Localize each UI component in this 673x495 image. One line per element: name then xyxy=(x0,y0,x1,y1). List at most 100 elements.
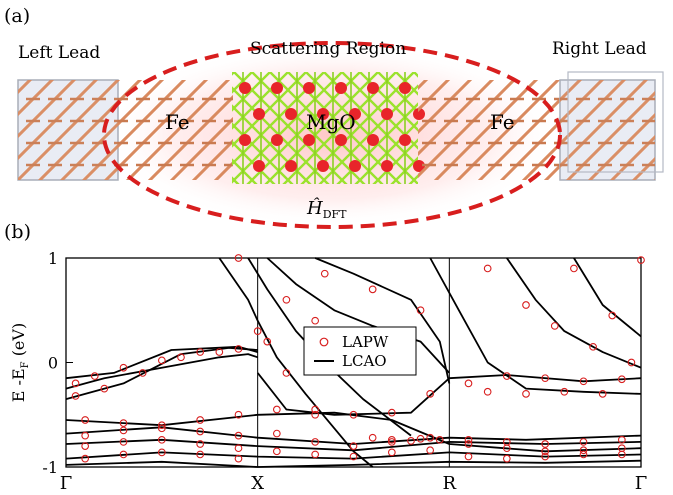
x-tick-label: Γ xyxy=(60,473,73,494)
fe-right-label: Fe xyxy=(490,110,515,134)
oxygen-atom xyxy=(367,134,379,146)
lapw-point xyxy=(483,387,492,396)
lapw-point xyxy=(253,327,262,336)
lapw-point xyxy=(81,454,90,463)
lapw-point xyxy=(522,301,530,309)
lapw-point xyxy=(522,390,530,398)
lcao-band xyxy=(314,257,451,384)
lapw-point xyxy=(541,452,550,461)
oxygen-atom xyxy=(381,160,393,172)
left-lead-label: Left Lead xyxy=(18,43,100,63)
mgo-label: MgO xyxy=(306,110,356,134)
x-tick-label: R xyxy=(443,473,457,494)
lapw-point xyxy=(416,434,425,443)
lcao-band xyxy=(266,257,450,374)
lapw-point xyxy=(272,447,281,456)
lcao-band xyxy=(573,257,642,338)
lapw-point xyxy=(196,450,205,459)
lapw-point xyxy=(119,438,128,446)
lcao-band xyxy=(218,257,374,468)
lapw-point xyxy=(196,427,205,436)
lapw-point xyxy=(349,410,358,419)
lapw-point xyxy=(234,431,243,440)
x-tick-label: X xyxy=(251,473,264,494)
lapw-point xyxy=(138,369,147,377)
oxygen-atom xyxy=(399,82,411,94)
oxygen-atom xyxy=(335,134,347,146)
lcao-band xyxy=(65,345,258,380)
right-lead-label: Right Lead xyxy=(552,39,647,59)
lcao-band xyxy=(65,438,642,452)
lapw-point xyxy=(617,375,626,384)
lapw-point xyxy=(502,438,511,446)
oxygen-atom xyxy=(381,108,393,120)
lapw-point xyxy=(387,448,396,457)
lapw-point xyxy=(272,429,281,438)
lcao-band xyxy=(65,411,642,453)
lcao-band xyxy=(429,257,642,395)
oxygen-atom xyxy=(367,82,379,94)
oxygen-atom xyxy=(317,160,329,172)
lapw-point xyxy=(349,442,358,450)
lapw-point xyxy=(196,348,205,356)
lapw-point xyxy=(282,295,291,304)
lapw-point xyxy=(177,353,185,362)
panel-b-label: (b) xyxy=(4,221,31,243)
oxygen-atom xyxy=(349,108,361,120)
lapw-point xyxy=(349,452,358,461)
oxygen-atom xyxy=(349,160,361,172)
lapw-point xyxy=(502,372,511,380)
lapw-point xyxy=(387,438,396,446)
scattering-region-label: Scattering Region xyxy=(250,39,406,59)
lapw-point xyxy=(81,431,90,440)
oxygen-atom xyxy=(285,160,297,172)
lapw-point xyxy=(311,405,320,414)
oxygen-atom xyxy=(399,134,411,146)
lapw-point xyxy=(579,446,588,455)
lapw-point xyxy=(100,384,109,393)
lapw-point xyxy=(71,379,80,388)
mgo-block xyxy=(232,72,425,184)
lapw-point xyxy=(157,448,166,457)
lapw-point xyxy=(157,435,166,444)
lapw-point xyxy=(464,379,473,388)
lapw-point xyxy=(196,440,205,448)
oxygen-atom xyxy=(317,108,329,120)
oxygen-atom xyxy=(253,160,265,172)
lapw-point xyxy=(215,348,224,356)
lapw-point xyxy=(119,450,128,459)
oxygen-atom xyxy=(303,134,315,146)
lapw-point xyxy=(311,316,320,325)
hamiltonian-label: ĤDFT xyxy=(306,196,347,221)
lapw-point xyxy=(368,285,377,294)
legend-lapw-marker xyxy=(319,337,329,347)
oxygen-atom xyxy=(239,134,251,146)
lapw-point xyxy=(483,264,492,273)
lapw-point xyxy=(570,264,578,273)
lcao-band xyxy=(65,426,642,445)
oxygen-atom xyxy=(285,108,297,120)
lapw-point xyxy=(464,452,473,461)
lapw-point xyxy=(541,374,550,383)
y-tick-label: 0 xyxy=(48,354,58,373)
lapw-point xyxy=(387,435,396,444)
lapw-point xyxy=(598,390,607,398)
panel-a-label: (a) xyxy=(4,5,30,27)
lapw-point xyxy=(263,337,272,346)
lapw-point xyxy=(157,356,166,365)
lapw-point xyxy=(234,254,243,262)
oxygen-atom xyxy=(271,134,283,146)
scattering-region-ellipse xyxy=(102,41,562,229)
fe-right-block xyxy=(418,80,560,180)
lapw-point xyxy=(234,410,243,419)
oxygen-atom xyxy=(335,82,347,94)
lapw-point xyxy=(234,345,243,353)
lapw-point xyxy=(637,256,645,264)
lcao-band xyxy=(506,257,642,369)
lapw-point xyxy=(617,450,626,459)
y-tick-label: -1 xyxy=(42,458,58,477)
fe-left-label: Fe xyxy=(165,110,190,134)
lcao-band xyxy=(65,459,642,468)
lapw-point xyxy=(196,416,205,424)
